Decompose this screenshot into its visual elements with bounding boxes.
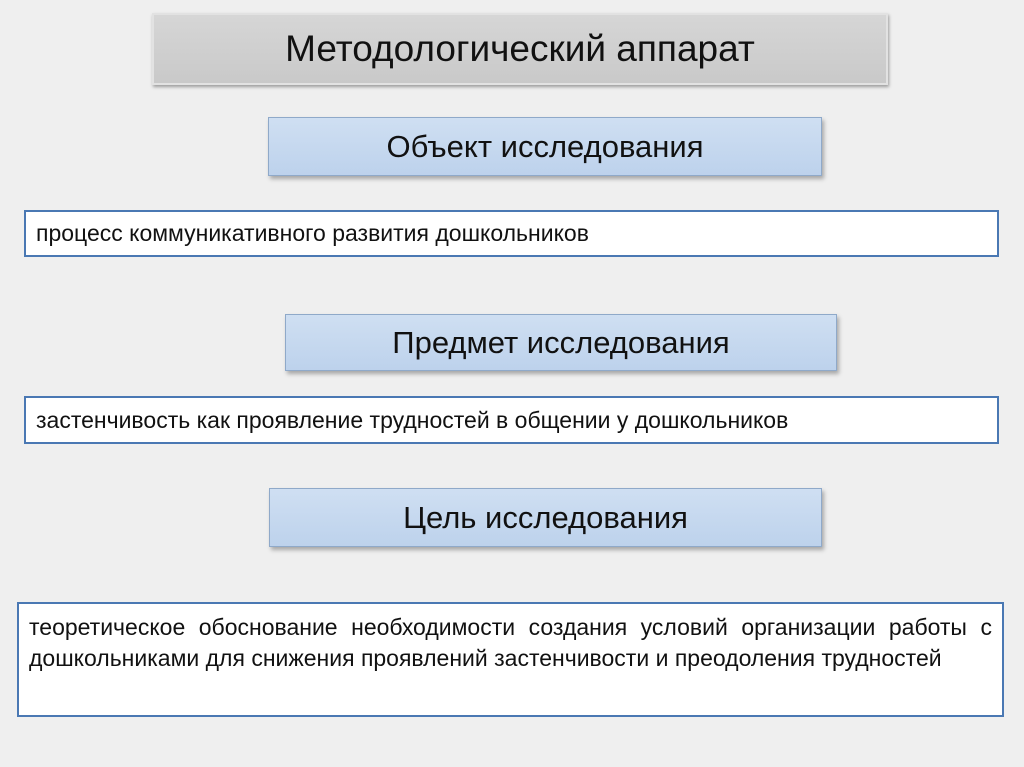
subject-heading: Предмет исследования — [285, 314, 837, 371]
goal-text: теоретическое обоснование необходимости … — [17, 602, 1004, 717]
goal-heading: Цель исследования — [269, 488, 822, 547]
object-text: процесс коммуникативного развития дошкол… — [24, 210, 999, 257]
subject-text: застенчивость как проявление трудностей … — [24, 396, 999, 444]
object-heading: Объект исследования — [268, 117, 822, 176]
slide-title: Методологический аппарат — [152, 13, 888, 85]
